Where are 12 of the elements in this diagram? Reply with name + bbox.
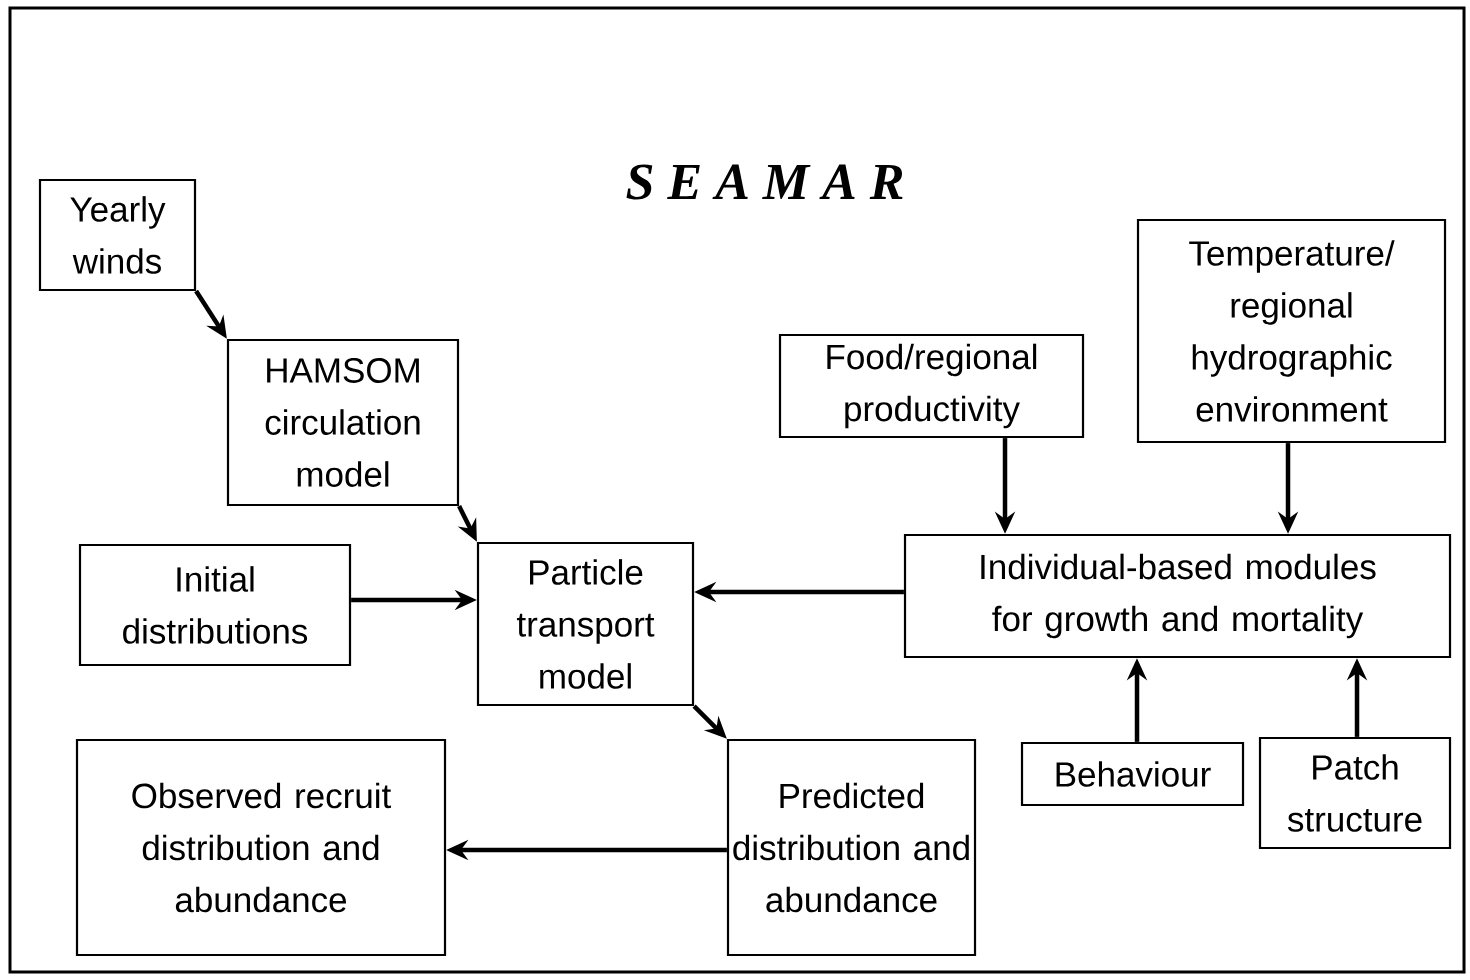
process-box: Temperature/ regional hydrographic environment — [1136, 218, 1447, 444]
process-box: Behaviour — [1020, 741, 1245, 807]
process-box: Particle transport model — [476, 541, 695, 707]
process-box: Patch structure — [1258, 736, 1452, 850]
title: S E A M A R — [626, 164, 903, 200]
process-box: Observed recruit distribution and abundance — [75, 738, 447, 957]
process-box: Predicted distribution and abundance — [726, 738, 977, 957]
process-box: Yearly winds — [38, 178, 197, 292]
process-box: HAMSOM circulation model — [226, 338, 460, 507]
process-box: Initial distributions — [78, 543, 352, 667]
process-box: Individual-based modules for growth and mortality — [903, 533, 1452, 659]
process-box: Food/regional productivity — [778, 333, 1085, 439]
